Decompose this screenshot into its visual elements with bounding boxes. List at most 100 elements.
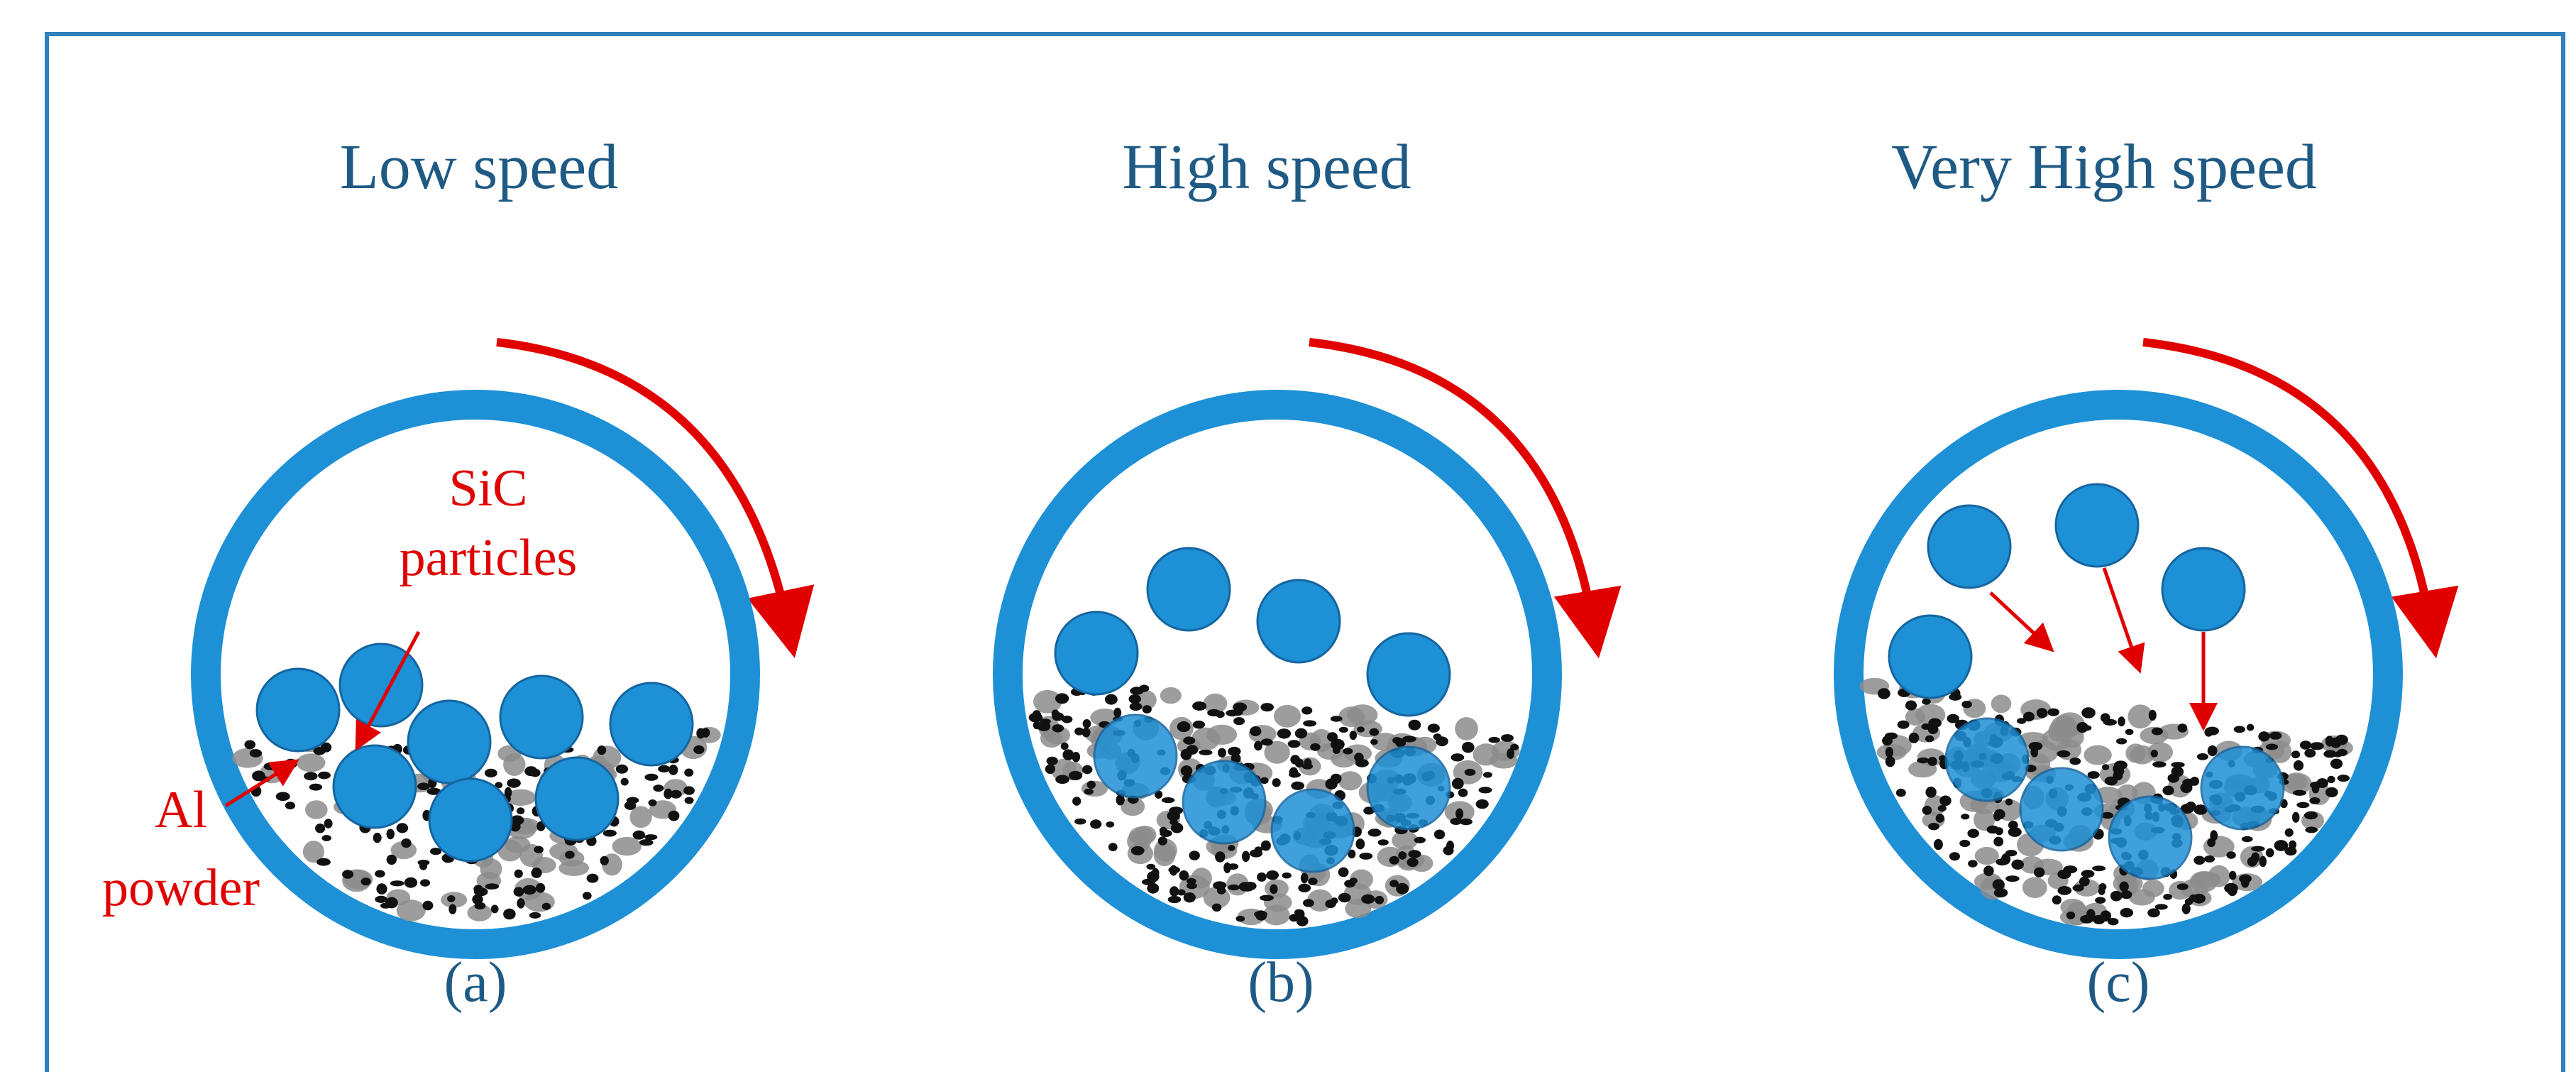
powder-fleck <box>317 858 331 866</box>
powder-fleck <box>318 771 331 780</box>
powder-fleck <box>2224 882 2238 894</box>
powder-fleck <box>2207 745 2218 757</box>
powder-fleck <box>1375 895 1385 904</box>
powder-fleck <box>522 885 536 895</box>
powder-fleck <box>1277 728 1292 739</box>
powder-fleck <box>1310 743 1321 751</box>
powder-fleck <box>1167 810 1180 821</box>
powder-fleck <box>2110 890 2123 902</box>
powder-fleck <box>2335 734 2348 745</box>
powder-fleck <box>1343 748 1353 755</box>
powder-fleck <box>404 877 418 888</box>
al-powder-grain <box>467 904 492 921</box>
powder-fleck <box>1223 862 1231 874</box>
powder-fleck <box>1105 694 1118 705</box>
powder-fleck <box>1359 853 1373 860</box>
powder-fleck <box>1084 788 1094 795</box>
al-powder-grain <box>1191 727 1221 751</box>
al-powder-grain <box>1121 797 1145 816</box>
powder-fleck <box>2120 907 2134 918</box>
panel-a-title: Low speed <box>340 132 618 202</box>
al-powder-grain <box>2181 878 2208 899</box>
powder-fleck <box>1928 718 1942 728</box>
powder-fleck <box>1992 879 2005 890</box>
powder-fleck <box>1189 851 1200 860</box>
powder-fleck <box>658 765 671 773</box>
powder-fleck <box>1215 851 1226 863</box>
powder-fleck <box>1082 765 1093 775</box>
powder-fleck <box>1501 734 1514 742</box>
powder-fleck <box>534 846 544 853</box>
powder-fleck <box>2181 903 2191 914</box>
powder-fleck <box>1167 895 1182 904</box>
powder-fleck <box>1260 777 1269 784</box>
powder-fleck <box>513 887 524 897</box>
powder-fleck <box>2196 753 2208 760</box>
powder-fleck <box>1142 705 1152 713</box>
powder-fleck <box>1949 852 1960 861</box>
powder-fleck <box>2233 726 2245 733</box>
powder-fleck <box>2210 830 2218 841</box>
al-powder-grain <box>1905 708 1926 726</box>
powder-fleck <box>304 772 318 781</box>
powder-fleck <box>1108 843 1118 852</box>
powder-fleck <box>396 823 409 833</box>
powder-fleck <box>1967 828 1979 838</box>
powder-fleck <box>1993 809 2005 820</box>
powder-fleck <box>1917 757 1930 764</box>
powder-fleck <box>582 892 592 900</box>
al-powder-grain <box>629 806 652 828</box>
powder-fleck <box>2080 725 2092 731</box>
powder-fleck <box>2229 870 2237 880</box>
powder-fleck <box>1160 829 1172 837</box>
powder-fleck <box>422 900 434 911</box>
powder-fleck <box>507 778 521 788</box>
powder-fleck <box>1925 735 1934 743</box>
powder-fleck <box>644 773 659 781</box>
powder-fleck <box>1116 794 1125 806</box>
al-powder-grain <box>505 789 536 806</box>
al-powder-grain <box>1153 842 1176 867</box>
powder-fleck <box>1228 845 1235 851</box>
powder-fleck <box>514 869 523 878</box>
powder-fleck <box>373 832 382 843</box>
powder-fleck <box>2148 709 2157 721</box>
powder-fleck <box>2118 716 2125 727</box>
powder-fleck <box>1255 910 1267 921</box>
powder-fleck <box>2194 804 2208 815</box>
powder-fleck <box>1186 877 1196 885</box>
powder-fleck <box>1081 727 1091 738</box>
al-powder-grain <box>612 836 642 856</box>
fall-arrow <box>2102 567 2145 674</box>
powder-fleck <box>1369 728 1380 736</box>
powder-fleck <box>639 839 654 846</box>
figure-frame <box>45 32 2565 1072</box>
al-powder-grain <box>396 899 426 921</box>
powder-fleck <box>2093 914 2106 924</box>
powder-fleck <box>386 854 397 865</box>
powder-fleck <box>472 894 483 905</box>
powder-fleck <box>2310 742 2324 750</box>
al-powder-grain <box>2061 726 2084 748</box>
powder-fleck <box>1211 903 1222 912</box>
powder-fleck <box>1464 768 1476 776</box>
powder-fleck <box>1330 716 1343 722</box>
powder-fleck <box>668 765 678 775</box>
powder-fleck <box>1338 867 1349 877</box>
powder-fleck <box>1289 914 1299 922</box>
powder-fleck <box>1213 881 1227 890</box>
powder-fleck <box>664 788 673 799</box>
powder-fleck <box>2101 811 2114 819</box>
powder-fleck <box>1199 749 1213 755</box>
powder-fleck <box>1218 748 1226 758</box>
al-powder-grain <box>1974 809 1996 831</box>
powder-fleck <box>2147 908 2160 918</box>
sic-ball <box>2019 767 2104 852</box>
powder-fleck <box>1885 756 1895 767</box>
powder-fleck <box>1161 797 1175 804</box>
al-label-line1: Al <box>155 781 207 839</box>
powder-fleck <box>624 801 637 810</box>
powder-fleck <box>1180 765 1193 777</box>
powder-fleck <box>1922 805 1932 815</box>
sic-ball <box>2108 795 2193 880</box>
